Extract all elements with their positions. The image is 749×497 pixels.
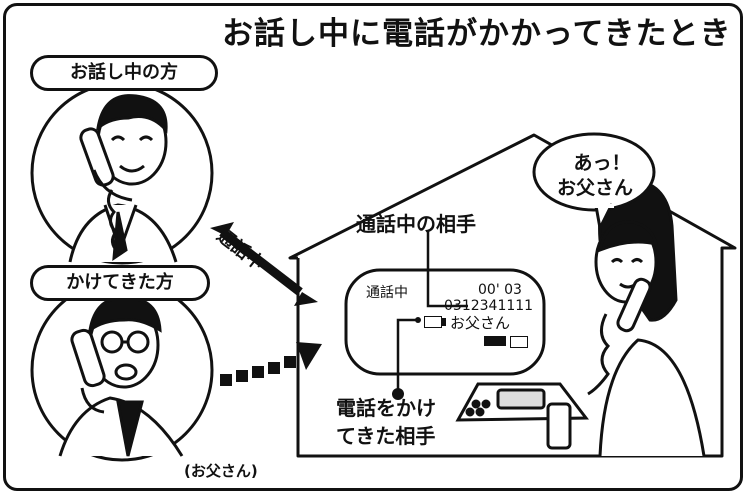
waiting-call-arrow xyxy=(220,342,322,386)
display-name: お父さん xyxy=(450,314,511,332)
speech-bubble-line2: お父さん xyxy=(556,177,633,199)
desk-phone xyxy=(455,382,589,450)
handset-icon xyxy=(424,316,442,328)
display-number: 0312341111 xyxy=(444,298,534,314)
caller-tag-label: かけてきた方 xyxy=(66,272,174,293)
caller-tag: かけてきた方 xyxy=(30,265,210,301)
pointer-dot-current xyxy=(415,317,421,323)
woman-figure xyxy=(587,178,706,457)
current-party-tag-label: お話し中の方 xyxy=(70,62,178,83)
page-title: お話し中に電話がかかってきたとき xyxy=(222,16,732,52)
display-status: 通話中 xyxy=(366,285,408,301)
house-outline xyxy=(288,133,737,458)
pointer-lines xyxy=(396,230,468,392)
caller-figure xyxy=(58,296,184,457)
caller-identity-label: (お父さん) xyxy=(184,462,258,480)
current-party-tag: お話し中の方 xyxy=(30,55,218,91)
current-party-pointer-label: 通話中の相手 xyxy=(356,212,476,236)
call-arrow xyxy=(210,222,318,306)
speech-bubble xyxy=(532,132,656,233)
memory-key-icon xyxy=(510,336,528,348)
speech-bubble-line1: あっ！ xyxy=(573,152,631,174)
caller-pointer-label-line2: てきた相手 xyxy=(336,424,436,448)
signal-icon xyxy=(442,318,446,326)
display-timer: 00' 03 xyxy=(478,282,522,298)
caller-pointer-label-line1: 電話をかけ xyxy=(336,396,436,420)
menu-key-icon xyxy=(484,336,506,346)
current-party-figure xyxy=(68,94,178,263)
pointer-dot-caller xyxy=(392,388,404,400)
